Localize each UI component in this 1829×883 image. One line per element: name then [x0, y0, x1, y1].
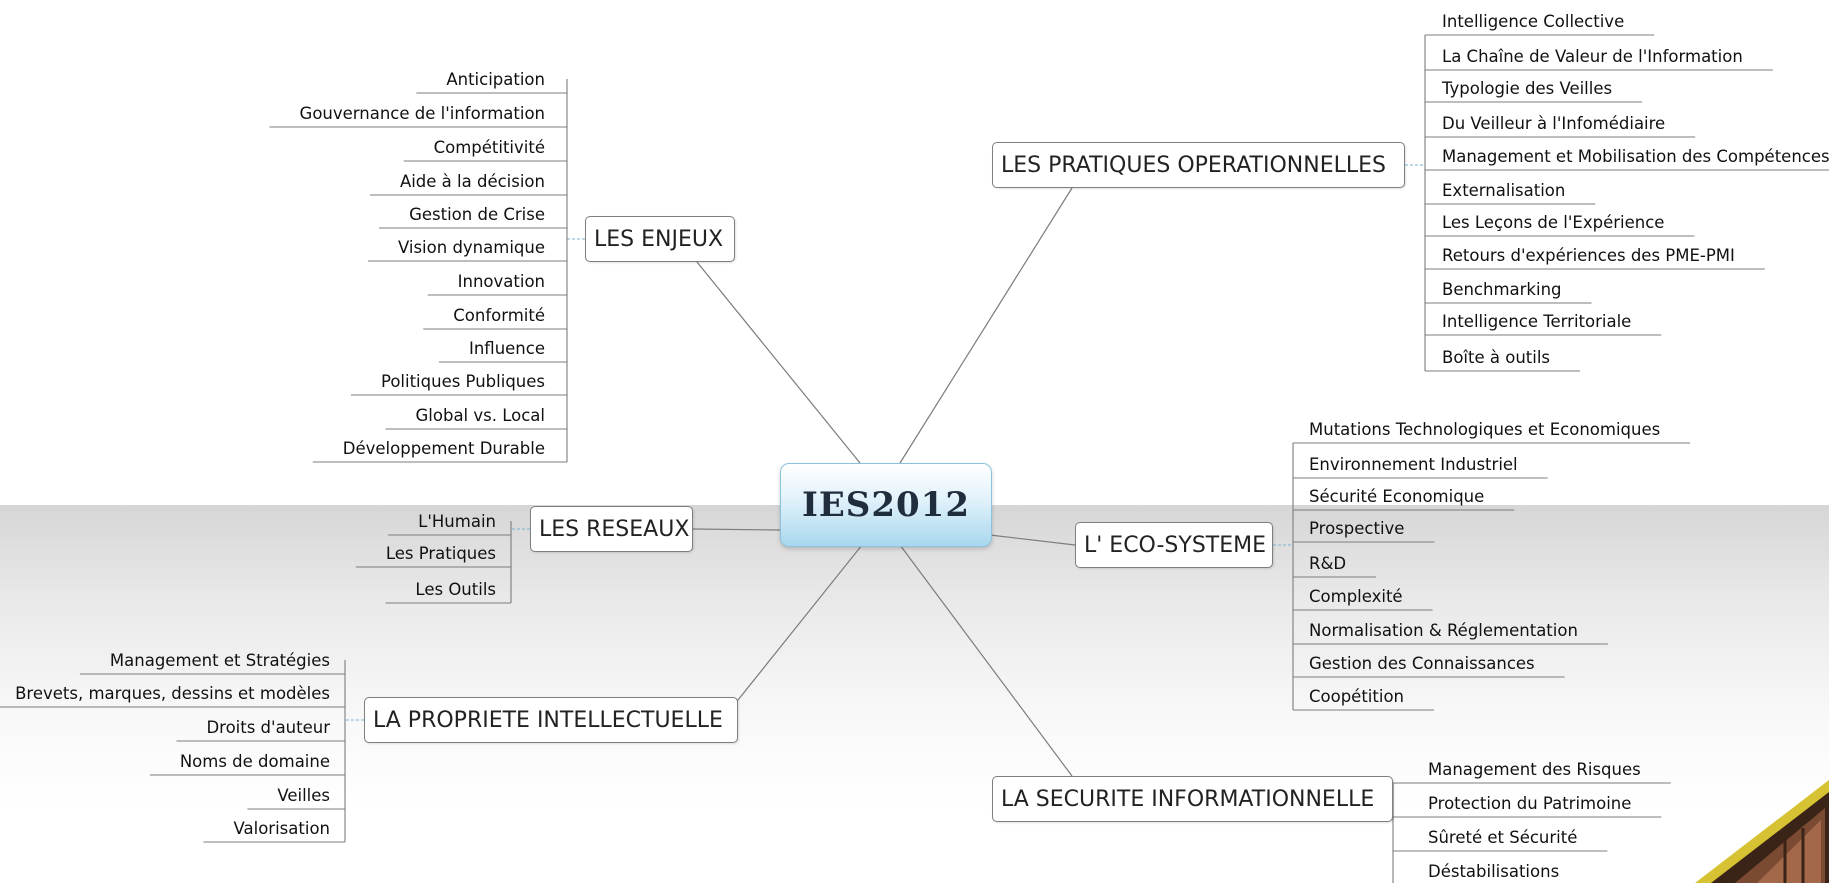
leaf-propriete-2[interactable]: Droits d'auteur [206, 718, 330, 737]
leaf-pratiques-5[interactable]: Externalisation [1442, 181, 1566, 200]
leaf-ecosysteme-4[interactable]: R&D [1309, 554, 1347, 573]
leaf-securite-1[interactable]: Protection du Patrimoine [1428, 794, 1632, 813]
leaf-enjeux-7[interactable]: Conformité [453, 306, 545, 325]
leaf-propriete-5[interactable]: Valorisation [233, 819, 330, 838]
leaf-ecosysteme-6[interactable]: Normalisation & Réglementation [1309, 621, 1578, 640]
leaf-propriete-3[interactable]: Noms de domaine [179, 752, 330, 771]
leaf-pratiques-9[interactable]: Intelligence Territoriale [1442, 312, 1632, 331]
leaf-enjeux-11[interactable]: Développement Durable [342, 439, 545, 458]
background-gradient-band [0, 505, 1829, 883]
leaf-ecosysteme-1[interactable]: Environnement Industriel [1309, 455, 1518, 474]
leaf-pratiques-3[interactable]: Du Veilleur à l'Infomédiaire [1442, 114, 1666, 133]
leaf-pratiques-1[interactable]: La Chaîne de Valeur de l'Information [1442, 47, 1743, 66]
corner-ornament-image [1695, 780, 1829, 883]
leaf-pratiques-10[interactable]: Boîte à outils [1442, 348, 1551, 367]
leaf-propriete-1[interactable]: Brevets, marques, dessins et modèles [15, 684, 330, 703]
leaf-ecosysteme-3[interactable]: Prospective [1309, 519, 1405, 538]
branch-link-securite [899, 544, 1073, 777]
branch-les-pratiques-operationnelles[interactable]: LES PRATIQUES OPERATIONNELLES [992, 142, 1405, 188]
leaf-ecosysteme-0[interactable]: Mutations Technologiques et Economiques [1309, 420, 1661, 439]
branch-les-enjeux[interactable]: LES ENJEUX [585, 216, 735, 262]
leaf-reseaux-0[interactable]: L'Humain [418, 512, 496, 531]
leaf-enjeux-6[interactable]: Innovation [457, 272, 545, 291]
branch-link-enjeux [696, 261, 861, 464]
leaf-ecosysteme-5[interactable]: Complexité [1309, 587, 1403, 606]
branch-link-reseaux [692, 528, 781, 531]
branch-la-propriete-intellectuelle[interactable]: LA PROPRIETE INTELLECTUELLE [364, 697, 738, 743]
leaf-pratiques-7[interactable]: Retours d'expériences des PME-PMI [1442, 246, 1735, 265]
branch-les-reseaux[interactable]: LES RESEAUX [530, 506, 693, 552]
leaf-propriete-4[interactable]: Veilles [277, 786, 330, 805]
branch-l-eco-systeme[interactable]: L' ECO-SYSTEME [1075, 522, 1273, 568]
leaf-enjeux-10[interactable]: Global vs. Local [415, 406, 546, 425]
leaf-enjeux-1[interactable]: Gouvernance de l'information [299, 104, 545, 123]
leaf-enjeux-2[interactable]: Compétitivité [433, 138, 545, 157]
leaf-ecosysteme-2[interactable]: Sécurité Economique [1309, 487, 1485, 506]
leaf-securite-2[interactable]: Sûreté et Sécurité [1428, 828, 1578, 847]
leaf-securite-0[interactable]: Management des Risques [1428, 760, 1641, 779]
leaf-reseaux-1[interactable]: Les Pratiques [385, 544, 496, 563]
branch-link-pratiques [899, 187, 1073, 464]
leaf-enjeux-0[interactable]: Anticipation [446, 70, 545, 89]
leaf-pratiques-8[interactable]: Benchmarking [1442, 280, 1562, 299]
leaf-enjeux-4[interactable]: Gestion de Crise [409, 205, 545, 224]
leaf-reseaux-2[interactable]: Les Outils [415, 580, 496, 599]
leaf-enjeux-9[interactable]: Politiques Publiques [380, 372, 545, 391]
leaf-securite-3[interactable]: Déstabilisations [1428, 862, 1560, 881]
leaf-pratiques-4[interactable]: Management et Mobilisation des Compétenc… [1442, 147, 1829, 166]
branch-link-ecosysteme [989, 534, 1076, 546]
leaf-pratiques-2[interactable]: Typologie des Veilles [1442, 79, 1613, 98]
leaf-ecosysteme-8[interactable]: Coopétition [1309, 687, 1404, 706]
central-topic[interactable]: IES2012 [780, 463, 992, 547]
leaf-pratiques-6[interactable]: Les Leçons de l'Expérience [1442, 213, 1665, 232]
leaf-enjeux-8[interactable]: Influence [468, 339, 545, 358]
leaf-enjeux-5[interactable]: Vision dynamique [397, 238, 545, 257]
leaf-pratiques-0[interactable]: Intelligence Collective [1442, 12, 1625, 31]
branch-link-propriete [729, 544, 863, 711]
leaf-ecosysteme-7[interactable]: Gestion des Connaissances [1309, 654, 1535, 673]
leaf-propriete-0[interactable]: Management et Stratégies [109, 651, 330, 670]
branch-la-securite-informationnelle[interactable]: LA SECURITE INFORMATIONNELLE [992, 776, 1393, 822]
leaf-enjeux-3[interactable]: Aide à la décision [399, 172, 545, 191]
